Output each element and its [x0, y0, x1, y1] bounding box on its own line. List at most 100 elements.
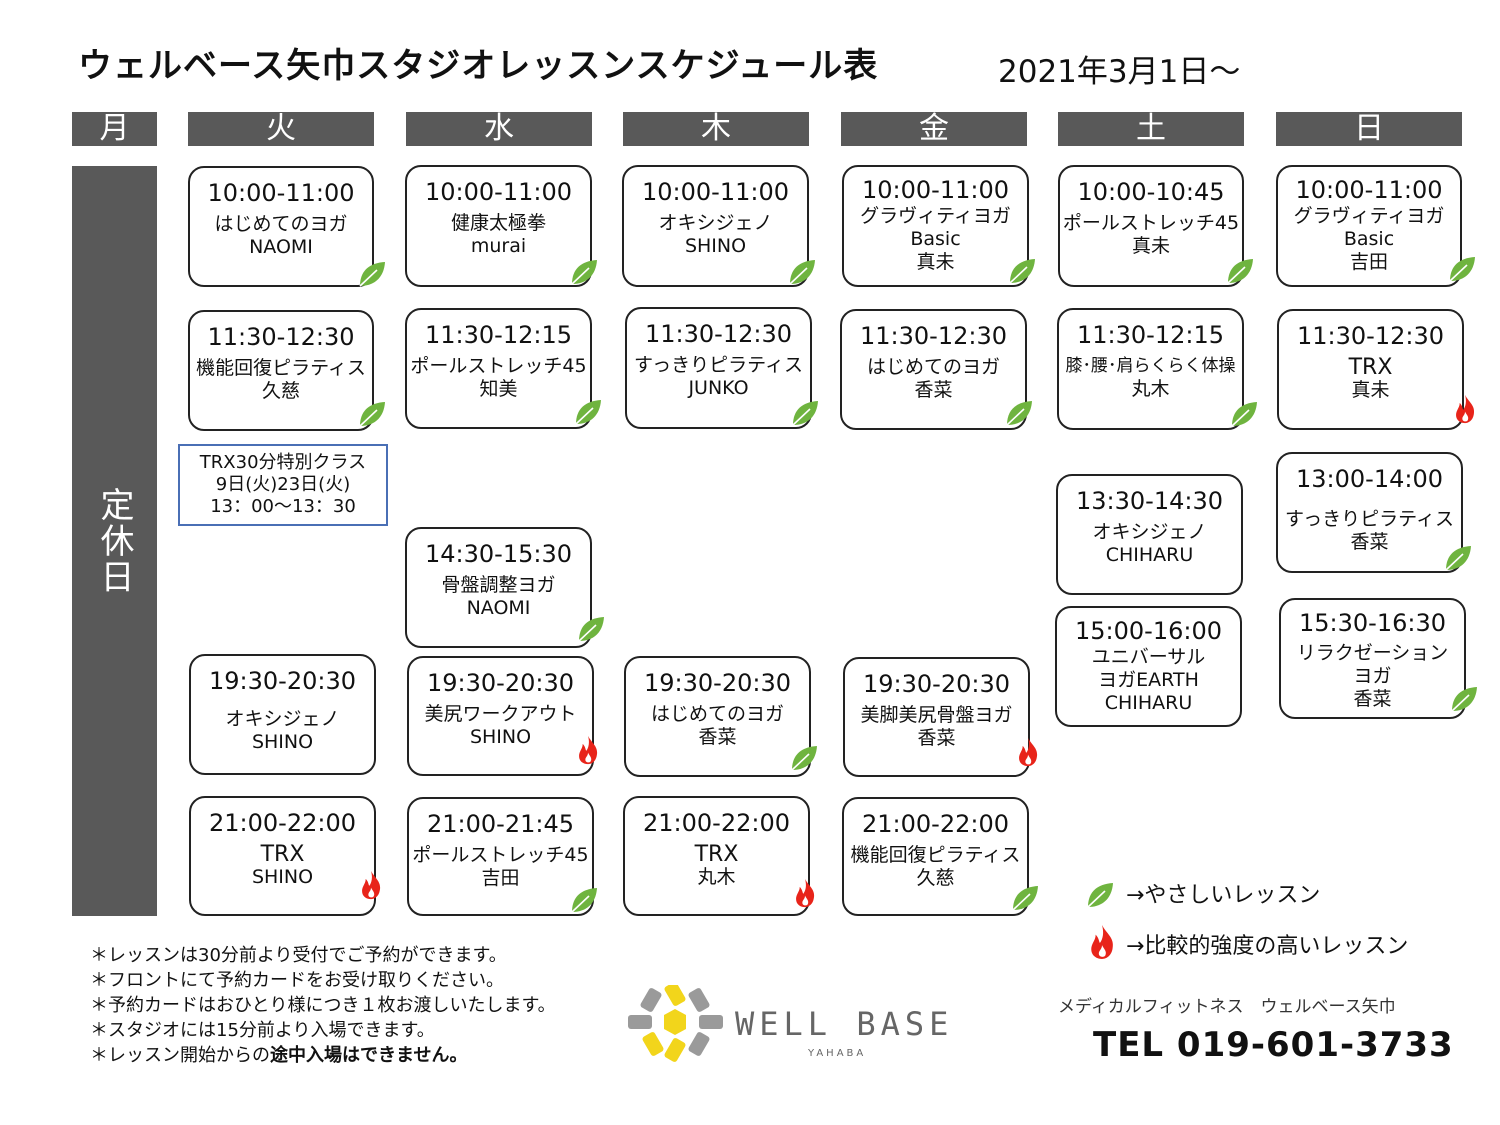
- lesson-card[interactable]: 11:30-12:15 膝･腰･肩らくらく体操 丸木: [1057, 308, 1244, 430]
- lesson-instructor: NAOMI: [466, 597, 531, 619]
- lesson-name: オキシジェノ: [1092, 521, 1207, 543]
- special-title: TRX30分特別クラス: [199, 452, 367, 473]
- lesson-instructor: SHINO: [251, 731, 314, 753]
- leaf-icon: [1227, 259, 1253, 284]
- lesson-card[interactable]: 19:30-20:30 はじめてのヨガ 香菜: [624, 656, 811, 777]
- closed-label: 定休日: [94, 487, 134, 595]
- leaf-icon: [791, 746, 817, 771]
- lesson-instructor: 知美: [479, 378, 518, 400]
- lesson-name: 機能回復ピラティス: [196, 357, 366, 379]
- lesson-card[interactable]: 15:00-16:00 ユニバーサル ヨガEARTH CHIHARU: [1055, 606, 1242, 727]
- closed-day-column: 定休日: [72, 166, 157, 916]
- lesson-name: 美脚美尻骨盤ヨガ: [860, 704, 1013, 726]
- lesson-instructor: 香菜: [698, 726, 737, 748]
- lesson-instructor: 丸木: [697, 866, 736, 888]
- brand-sub: YAHABA: [808, 1048, 867, 1059]
- lesson-name: リラクゼーション: [1296, 642, 1449, 664]
- leaf-icon: [359, 262, 385, 287]
- lesson-name-line2: Basic: [910, 228, 961, 250]
- note-last-prefix: ＊レッスン開始からの: [90, 1045, 270, 1066]
- leaf-icon: [792, 401, 818, 426]
- lesson-time: 10:00-11:00: [1295, 176, 1443, 204]
- lesson-name: TRX: [260, 842, 305, 867]
- brand-name: WELL BASE: [735, 1005, 954, 1043]
- lesson-name-line2: ヨガEARTH: [1098, 669, 1199, 691]
- day-header-wed: 水: [406, 112, 592, 146]
- lesson-instructor: murai: [470, 235, 527, 257]
- leaf-icon: [571, 260, 597, 285]
- lesson-instructor: 香菜: [1353, 688, 1392, 710]
- special-time: 13：00～13：30: [210, 496, 356, 517]
- lesson-card[interactable]: 10:00-11:00 オキシジェノ SHINO: [622, 165, 809, 287]
- lesson-card[interactable]: 11:30-12:30 機能回復ピラティス 久慈: [188, 310, 374, 431]
- lesson-card[interactable]: 21:00-22:00 TRX 丸木: [623, 796, 810, 916]
- lesson-name: グラヴィティヨガ: [860, 205, 1011, 227]
- flame-icon: [1091, 925, 1113, 959]
- lesson-time: 10:00-11:00: [425, 178, 572, 206]
- lesson-name: 健康太極拳: [450, 212, 546, 234]
- lesson-card[interactable]: 10:00-11:00 健康太極拳 murai: [405, 165, 592, 287]
- leaf-icon: [789, 260, 815, 285]
- flame-icon: [1456, 394, 1475, 424]
- lesson-card[interactable]: 10:00-11:00 グラヴィティヨガ Basic 吉田: [1276, 165, 1462, 287]
- lesson-instructor: SHINO: [251, 866, 314, 888]
- lesson-name-line2: Basic: [1343, 228, 1395, 250]
- flame-icon: [579, 735, 598, 765]
- leaf-icon: [359, 402, 385, 427]
- day-header-thu: 木: [623, 112, 809, 146]
- legend-gentle: →やさしいレッスン: [1126, 883, 1321, 908]
- lesson-card[interactable]: 19:30-20:30 美脚美尻骨盤ヨガ 香菜: [843, 657, 1030, 777]
- special-dates: 9日(火)23日(火): [215, 474, 351, 495]
- lesson-time: 11:30-12:30: [207, 323, 355, 351]
- lesson-card[interactable]: 21:00-21:45 ポールストレッチ45 吉田: [407, 797, 594, 916]
- lesson-card[interactable]: 10:00-11:00 グラヴィティヨガ Basic 真未: [842, 165, 1029, 287]
- lesson-card[interactable]: 10:00-11:00 はじめてのヨガ NAOMI: [188, 166, 374, 287]
- lesson-instructor: SHINO: [684, 235, 747, 257]
- lesson-card[interactable]: 10:00-10:45 ポールストレッチ45 真未: [1058, 165, 1244, 287]
- lesson-name: オキシジェノ: [225, 708, 340, 730]
- lesson-instructor: 吉田: [1349, 251, 1388, 273]
- lesson-card[interactable]: 11:30-12:15 ポールストレッチ45 知美: [405, 308, 592, 429]
- lesson-instructor: CHIHARU: [1104, 692, 1193, 714]
- lesson-name: ユニバーサル: [1091, 646, 1206, 668]
- leaf-icon: [1087, 883, 1113, 908]
- lesson-instructor: JUNKO: [688, 377, 749, 399]
- leaf-icon: [571, 888, 597, 913]
- lesson-card[interactable]: 11:30-12:30 すっきりピラティス JUNKO: [625, 307, 812, 429]
- special-class-notice: TRX30分特別クラス 9日(火)23日(火) 13：00～13：30: [178, 444, 388, 526]
- lesson-card[interactable]: 19:30-20:30 オキシジェノ SHINO: [189, 654, 376, 775]
- lesson-instructor: NAOMI: [249, 236, 313, 258]
- lesson-card[interactable]: 13:30-14:30 オキシジェノ CHIHARU: [1056, 474, 1243, 595]
- lesson-card[interactable]: 21:00-22:00 TRX SHINO: [189, 796, 376, 916]
- lesson-name: TRX: [1348, 355, 1393, 380]
- lesson-name: オキシジェノ: [658, 212, 773, 234]
- lesson-time: 13:00-14:00: [1296, 465, 1443, 493]
- lesson-name: 機能回復ピラティス: [850, 844, 1021, 866]
- flame-icon: [362, 870, 381, 900]
- note-last-bold: 途中入場はできません。: [270, 1045, 468, 1066]
- lesson-card[interactable]: 13:00-14:00 すっきりピラティス 香菜: [1276, 452, 1463, 573]
- flame-icon: [796, 878, 815, 908]
- lesson-card[interactable]: 11:30-12:30 はじめてのヨガ 香菜: [840, 309, 1027, 430]
- lesson-card[interactable]: 21:00-22:00 機能回復ピラティス 久慈: [842, 797, 1029, 916]
- lesson-time: 15:00-16:00: [1075, 617, 1222, 645]
- lesson-instructor: 香菜: [914, 379, 953, 401]
- leaf-icon: [1009, 259, 1035, 284]
- phone-number[interactable]: TEL 019-601-3733: [1093, 1025, 1454, 1065]
- leaf-icon: [1445, 546, 1471, 571]
- lesson-time: 21:00-22:00: [862, 810, 1009, 838]
- lesson-card[interactable]: 14:30-15:30 骨盤調整ヨガ NAOMI: [405, 527, 592, 648]
- lesson-card[interactable]: 11:30-12:30 TRX 真未: [1277, 309, 1464, 430]
- lesson-time: 19:30-20:30: [644, 669, 791, 697]
- leaf-icon: [1231, 402, 1257, 427]
- flame-icon: [1019, 737, 1038, 767]
- leaf-icon: [1451, 687, 1477, 712]
- lesson-card[interactable]: 19:30-20:30 美尻ワークアウト SHINO: [407, 656, 594, 776]
- wellbase-logo-icon: [628, 985, 723, 1062]
- lesson-time: 19:30-20:30: [863, 670, 1010, 698]
- note-item: ＊予約カードはおひとり様につき１枚お渡しいたします。: [90, 995, 556, 1016]
- lesson-card[interactable]: 15:30-16:30 リラクゼーション ヨガ 香菜: [1279, 598, 1466, 719]
- lesson-instructor: 真未: [916, 251, 955, 273]
- lesson-name: はじめてのヨガ: [214, 213, 348, 235]
- lesson-time: 11:30-12:30: [645, 320, 792, 348]
